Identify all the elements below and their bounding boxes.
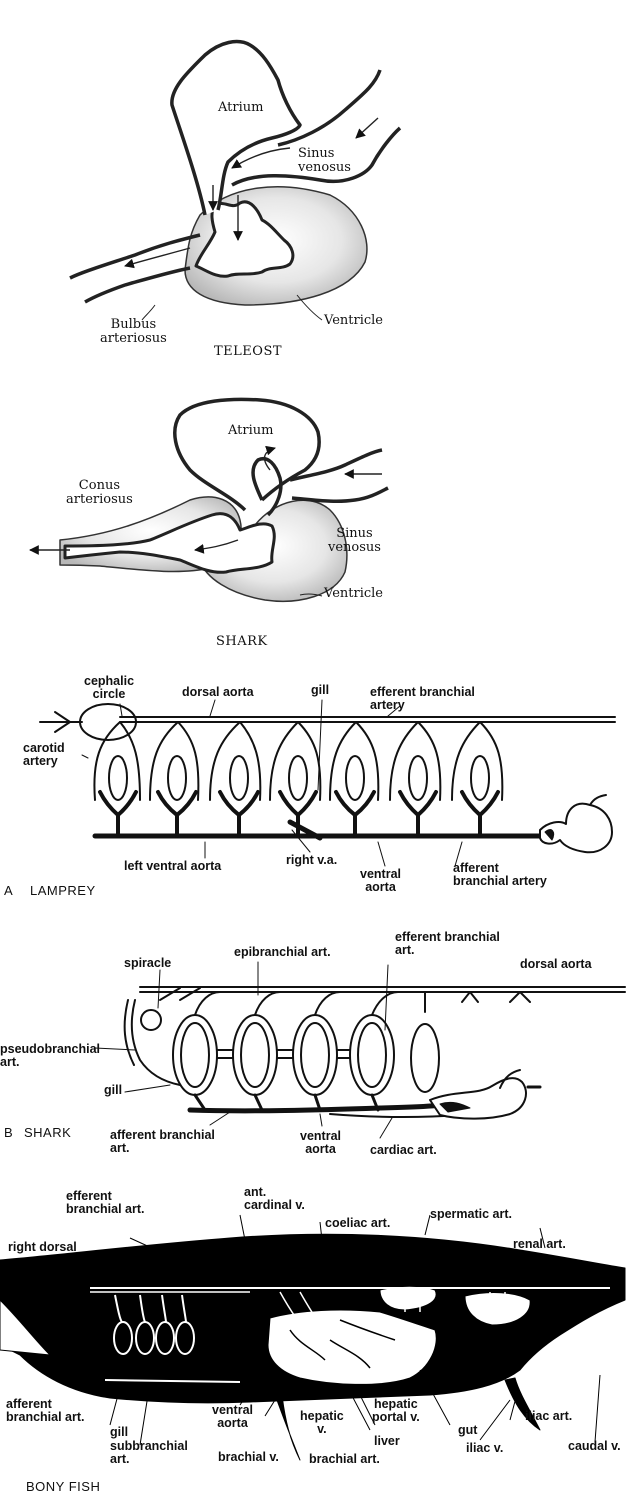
bony-afferent-label: afferent branchial art. [6,1398,85,1424]
shark-atrium-label: Atrium [228,424,273,438]
teleost-heart [70,42,400,320]
bony-efferent-label: efferent branchial art. [66,1190,145,1216]
shark-conus-label: Conus arteriosus [66,479,133,506]
lamprey-letter: A [4,884,13,898]
ant-cardinal-label: ant. cardinal v. [244,1186,305,1212]
bony-ventral-aorta-label: ventral aorta [212,1404,253,1430]
brachial-v-label: brachial v. [218,1451,279,1464]
shark-ventral-aorta [190,1100,470,1111]
hepatic-portal-label: hepatic portal v. [372,1398,420,1424]
shark-arteries [95,962,625,1138]
lamprey-gills [109,756,489,800]
shark-heart-title: SHARK [216,635,268,649]
coeliac-art-label: coeliac art. [325,1217,390,1230]
shark-heart-small [430,1078,526,1119]
iliac-art-label: iliac art. [525,1410,572,1423]
shark-atrium [175,399,319,510]
shark-arteries-title: SHARK [24,1126,71,1140]
lamprey-title: LAMPREY [30,884,96,898]
subbranchial-label: subbranchial art. [110,1440,188,1466]
brachial-art-label: brachial art. [309,1453,380,1466]
right-dorsal-label: right dorsal [8,1241,77,1254]
shark-sinus-label: Sinus venosus [328,527,381,554]
bony-fish-title: BONY FISH [26,1480,100,1494]
spermatic-art-label: spermatic art. [430,1208,512,1221]
gut-label: gut [458,1424,477,1437]
shark-afferent-label: afferent branchial art. [110,1129,215,1155]
teleost-sinus-label: Sinus venosus [298,147,351,174]
shark-dorsal-aorta-label: dorsal aorta [520,958,592,971]
lamprey-gill-label: gill [311,684,329,697]
shark-efferent-label: efferent branchial art. [395,931,500,957]
teleost-bulbus-label: Bulbus arteriosus [100,318,167,345]
bony-gill-label: gill [110,1426,128,1439]
left-ventral-aorta-label: left ventral aorta [124,860,221,873]
epibranchial-label: epibranchial art. [234,946,331,959]
lamprey-dorsal-aorta-label: dorsal aorta [182,686,254,699]
cephalic-circle-label: cephalic circle [84,675,134,701]
teleost-title: TELEOST [214,345,282,359]
shark-arteries-letter: B [4,1126,13,1140]
lamprey-heart [540,804,612,853]
shark-ventricle-label: Ventricle [324,587,383,601]
spiracle-label: spiracle [124,957,171,970]
iliac-v-label: iliac v. [466,1442,503,1455]
teleost-atrium-label: Atrium [218,101,263,115]
shark-gills [173,1015,439,1095]
pseudobranchial-label: pseudobranchial art. [0,1043,100,1069]
renal-art-label: renal art. [513,1238,566,1251]
hepatic-v-label: hepatic v. [300,1410,344,1436]
cardiac-art-label: cardiac art. [370,1144,437,1157]
shark-gill-label: gill [104,1084,122,1097]
right-va-label: right v.a. [286,854,337,867]
lamprey-ventral-aorta-label: ventral aorta [360,868,401,894]
liver-label: liver [374,1435,400,1448]
lamprey-afferent-label: afferent branchial artery [453,862,547,888]
teleost-ventricle-label: Ventricle [324,314,383,328]
spiracle [141,1010,161,1030]
lamprey-arteries [40,700,615,866]
carotid-artery-label: carotid artery [23,742,65,768]
shark-ventral-aorta-label: ventral aorta [300,1130,341,1156]
lamprey-efferent-label: efferent branchial artery [370,686,475,712]
caudal-v-label: caudal v. [568,1440,621,1453]
